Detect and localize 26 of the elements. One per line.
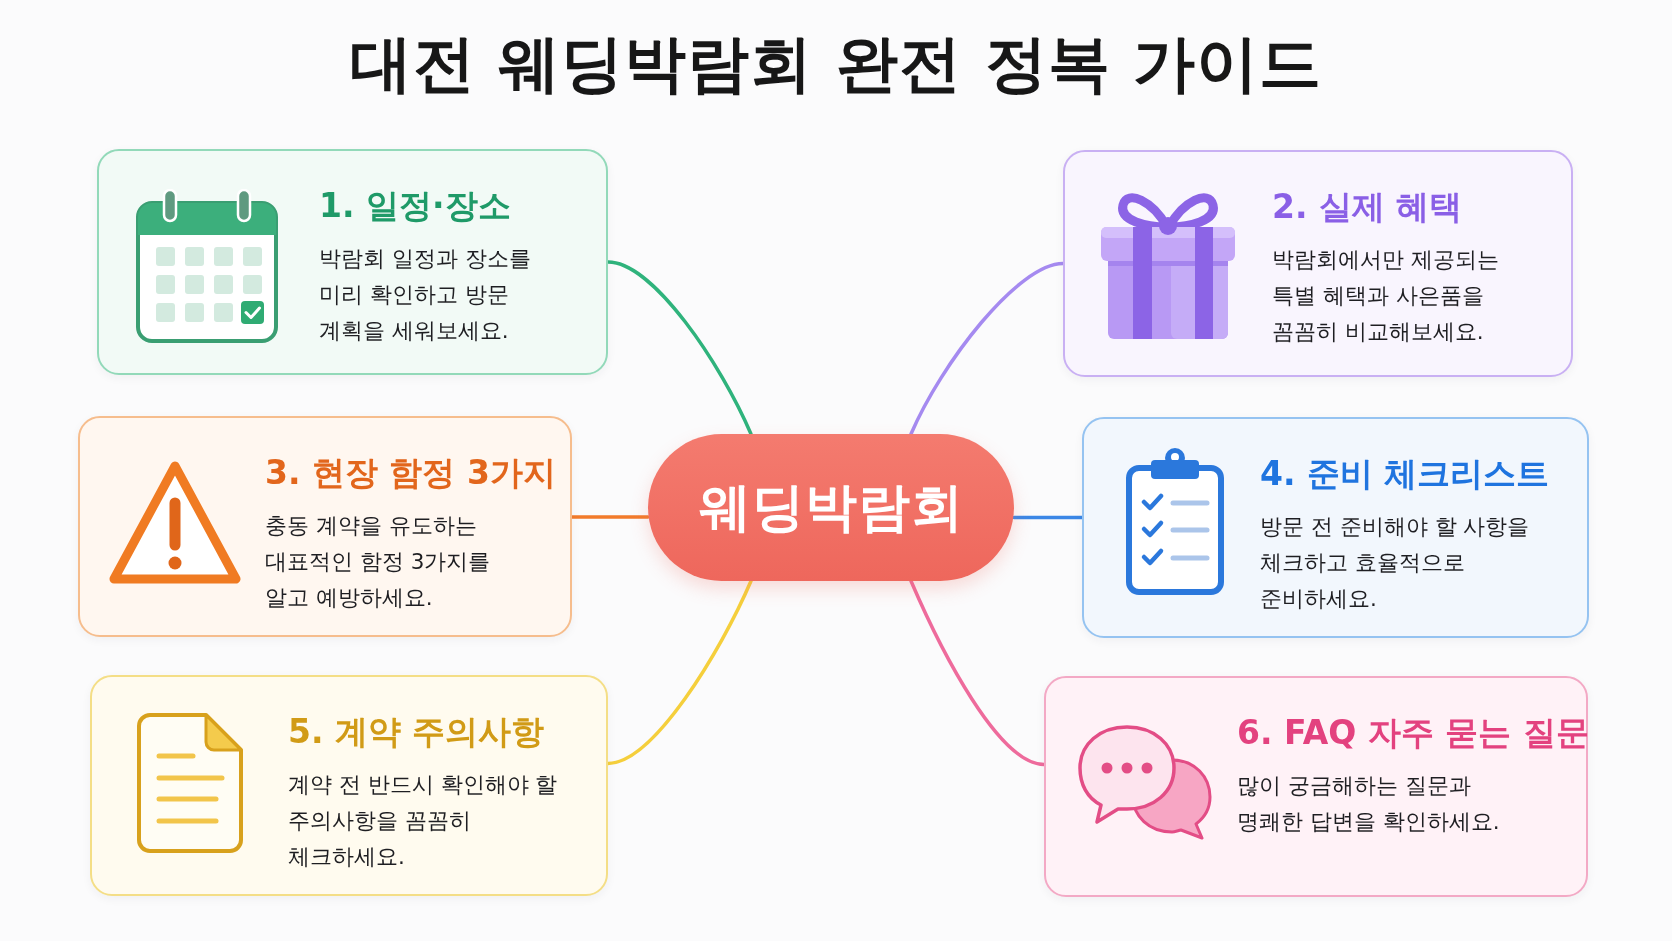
topic-card xyxy=(97,149,608,375)
central-topic-label: 웨딩박람회 xyxy=(698,475,964,539)
card-description: 박람회 일정과 장소를 미리 확인하고 방문 계획을 세워보세요. xyxy=(319,245,532,345)
topic-card xyxy=(78,416,572,637)
connector-line xyxy=(606,579,753,766)
topic-card xyxy=(1044,676,1588,897)
card-heading: 5. 계약 주의사항 xyxy=(288,711,545,753)
connector-line xyxy=(1012,515,1084,520)
card-heading: 2. 실제 혜택 xyxy=(1272,186,1463,228)
card-description: 계약 전 반드시 확인해야 할 주의사항을 꼼꼼히 체크하세요. xyxy=(288,771,559,871)
card-heading: 6. FAQ 자주 묻는 질문 xyxy=(1237,712,1589,754)
diagram-title: 대전 웨딩박람회 완전 정복 가이드 xyxy=(349,26,1323,102)
connector-line xyxy=(909,261,1065,436)
card-description: 충동 계약을 유도하는 대표적인 함정 3가지를 알고 예방하세요. xyxy=(265,512,492,612)
topic-card xyxy=(1082,417,1589,638)
card-description: 많이 궁금해하는 질문과 명쾌한 답변을 확인하세요. xyxy=(1237,772,1501,836)
connector-line xyxy=(606,260,753,436)
card-description: 박람회에서만 제공되는 특별 혜택과 사은품을 꼼꼼히 비교해보세요. xyxy=(1272,246,1500,346)
connector-line xyxy=(570,515,650,519)
card-heading: 3. 현장 함정 3가지 xyxy=(265,452,556,494)
card-heading: 4. 준비 체크리스트 xyxy=(1260,453,1550,495)
card-heading: 1. 일정·장소 xyxy=(319,185,511,227)
topic-card xyxy=(1063,150,1573,377)
connector-line xyxy=(909,579,1046,767)
card-description: 방문 전 준비해야 할 사항을 체크하고 효율적으로 준비하세요. xyxy=(1260,513,1531,613)
topic-card xyxy=(90,675,608,896)
